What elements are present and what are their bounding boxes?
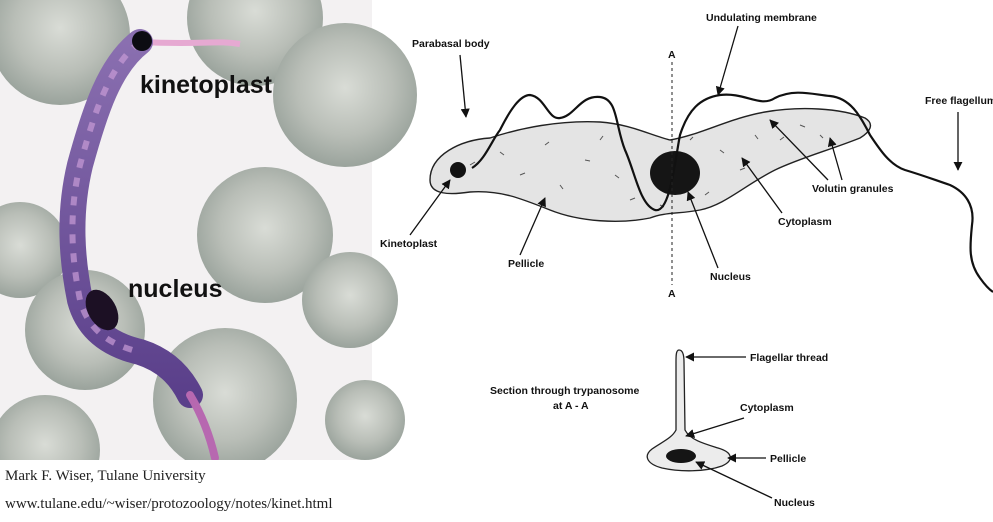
section-title-line1: Section through trypanosome bbox=[490, 385, 640, 397]
section-title-line2: at A - A bbox=[553, 400, 589, 412]
micrograph-panel: kinetoplast nucleus Mark F. Wiser, Tulan… bbox=[0, 0, 417, 522]
label-flagellar-thread: Flagellar thread bbox=[750, 352, 828, 364]
label-nucleus: Nucleus bbox=[710, 271, 751, 283]
nucleus-label: nucleus bbox=[128, 275, 222, 303]
label-undulating-membrane: Undulating membrane bbox=[706, 12, 817, 24]
label-parabasal-body: Parabasal body bbox=[412, 38, 490, 50]
trypanosome-diagram: A A Parabasal body Undulating membrane F… bbox=[380, 12, 993, 300]
trypanosome-body bbox=[430, 109, 870, 222]
section-nucleus bbox=[666, 449, 696, 463]
cross-section-diagram: Section through trypanosome at A - A Fla… bbox=[490, 350, 828, 509]
axis-label-bottom: A bbox=[668, 288, 676, 300]
axis-label-top: A bbox=[668, 49, 676, 61]
label-section-pellicle: Pellicle bbox=[770, 453, 806, 465]
label-volutin-granules: Volutin granules bbox=[812, 183, 894, 195]
label-kinetoplast: Kinetoplast bbox=[380, 238, 438, 250]
label-cytoplasm: Cytoplasm bbox=[778, 216, 832, 228]
label-pellicle: Pellicle bbox=[508, 258, 544, 270]
nucleus-body bbox=[650, 151, 700, 195]
credit-author: Mark F. Wiser, Tulane University bbox=[5, 468, 206, 484]
label-section-cytoplasm: Cytoplasm bbox=[740, 402, 794, 414]
kinetoplast-dot bbox=[132, 31, 152, 51]
label-free-flagellum: Free flagellum bbox=[925, 95, 993, 107]
kinetoplast-body bbox=[450, 162, 466, 178]
label-section-nucleus: Nucleus bbox=[774, 497, 815, 509]
kinetoplast-label: kinetoplast bbox=[140, 71, 273, 99]
credit-url: www.tulane.edu/~wiser/protozoology/notes… bbox=[5, 496, 333, 512]
